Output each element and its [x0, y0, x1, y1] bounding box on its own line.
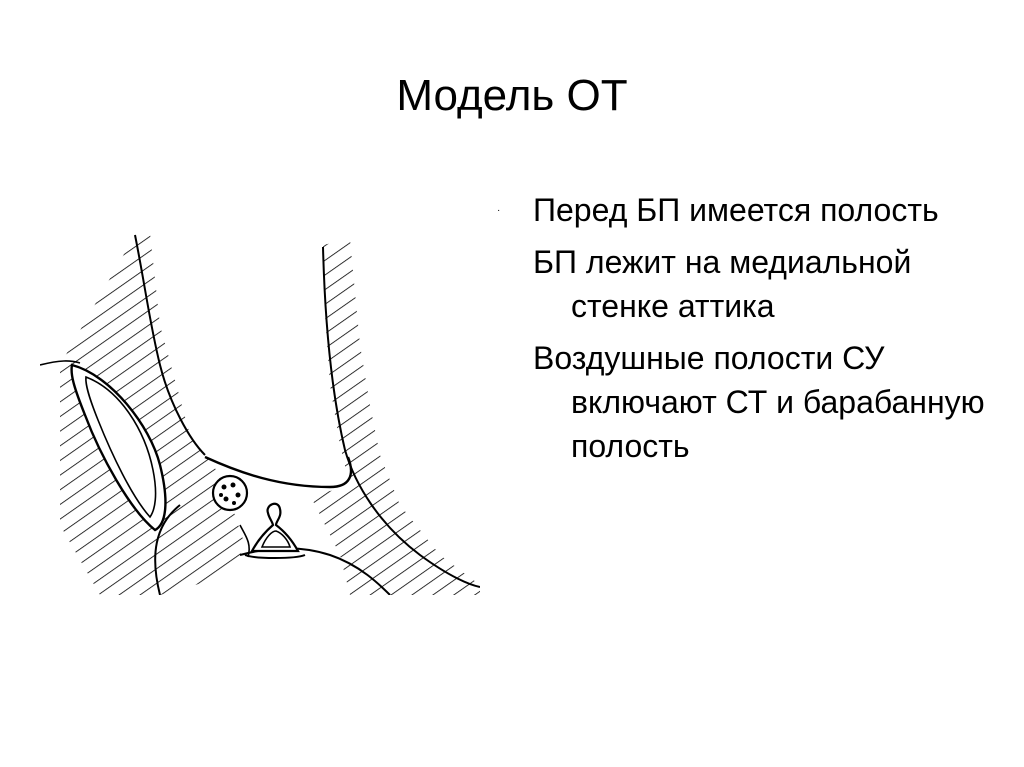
attic-roof: [204, 455, 353, 489]
bullet-list: Перед БП имеется полость БП лежит на мед…: [533, 188, 1003, 476]
right-bone-outline: [322, 246, 480, 588]
right-bone-region: [310, 239, 480, 595]
left-bone-lower-outline: [154, 504, 181, 595]
ossicle-stem: [239, 524, 250, 558]
ear-anatomy-sketch-icon: [40, 233, 480, 595]
stray-mark: ·: [497, 205, 501, 216]
bullet-item: Воздушные полости СУ включают СТ и бараб…: [533, 340, 985, 464]
canal-top-line: [40, 360, 81, 366]
bullet-item: БП лежит на медиальной стенке аттика: [533, 244, 912, 324]
slide-title: Модель ОТ: [396, 71, 628, 120]
ossicle-base: [244, 554, 306, 559]
left-bone-region: [60, 233, 245, 595]
ossicle-round: [211, 474, 249, 512]
left-bone-outline: [134, 234, 206, 456]
canal-lens-inner: [85, 375, 157, 519]
bullet-item: Перед БП имеется полость: [533, 192, 939, 228]
